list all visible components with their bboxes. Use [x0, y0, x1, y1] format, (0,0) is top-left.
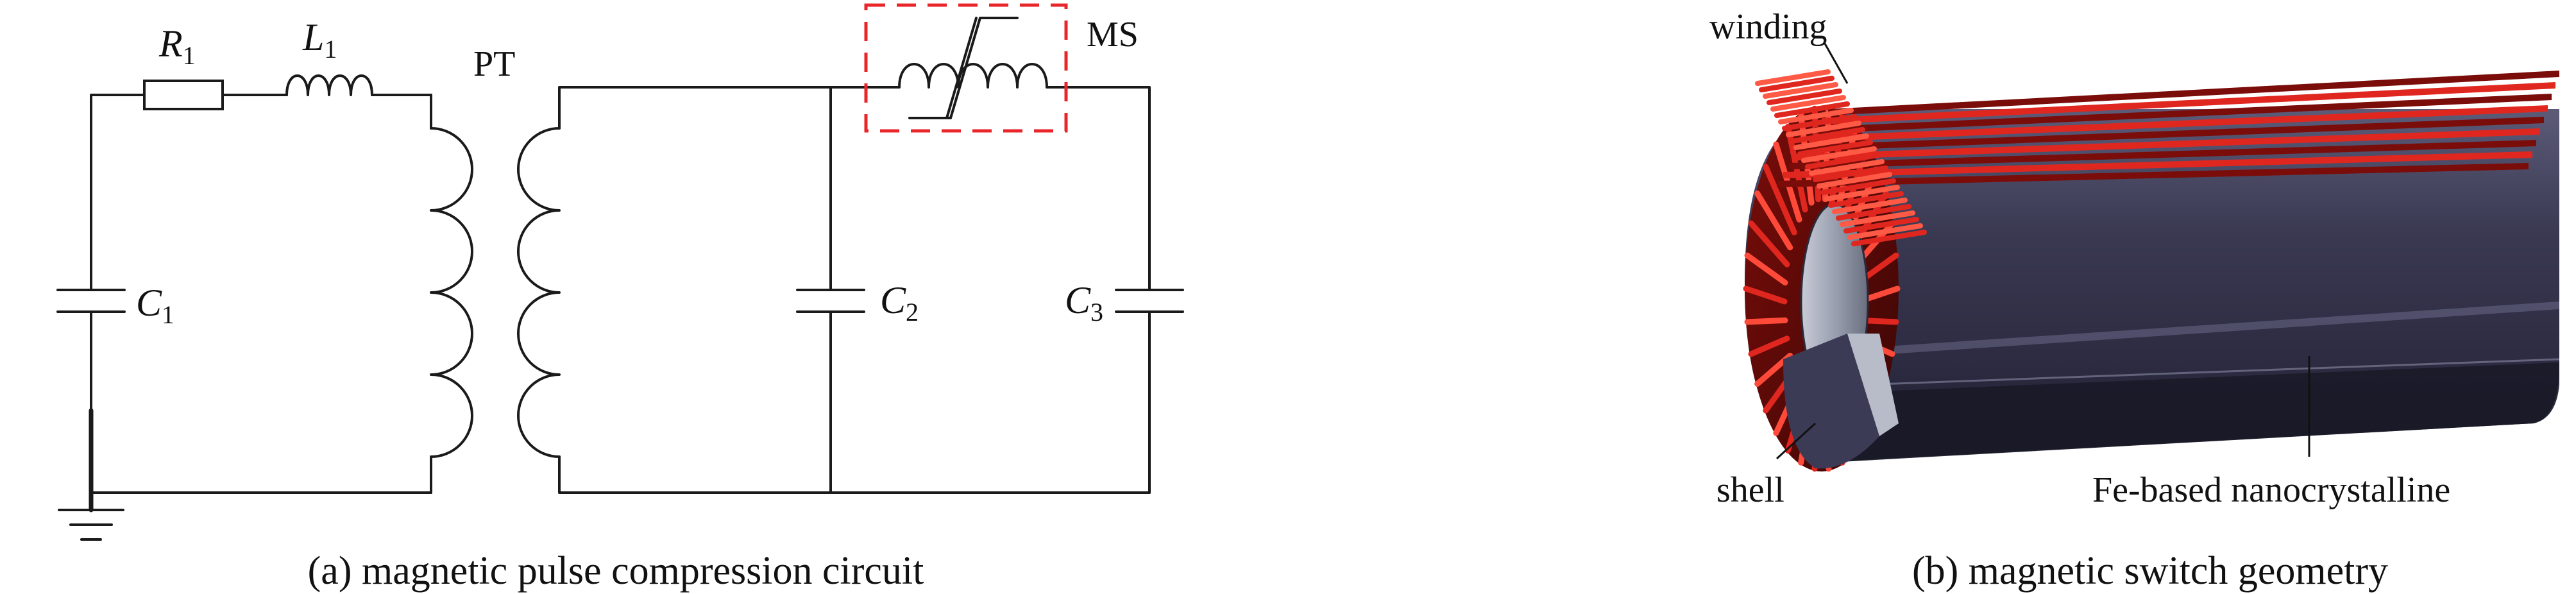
pt-label: PT — [473, 44, 515, 84]
winding-strip — [1809, 105, 2548, 142]
capacitor-c2: C2 — [796, 279, 919, 327]
pt-primary-coil — [430, 127, 473, 458]
winding-turn — [1763, 164, 1797, 235]
winding-turn — [1754, 191, 1793, 251]
magnetic-switch-render: winding shell Fe-based nanocrystalline (… — [1709, 7, 2560, 593]
r1-label: R1 — [158, 22, 196, 70]
winding-tooth — [1840, 210, 1915, 227]
winding-tooth — [1817, 172, 1892, 189]
c2-label: C2 — [880, 279, 919, 327]
winding-tooth — [1778, 108, 1854, 124]
wire-left-top — [90, 94, 146, 291]
core-highlight — [1886, 301, 2559, 354]
winding-leader — [1824, 43, 1849, 84]
wire-pt-secondary-top — [558, 86, 901, 130]
resistor-r1: R1 — [143, 22, 224, 110]
winding-tooth — [1801, 146, 1877, 163]
ms-highlight-box — [864, 3, 1068, 133]
inductor-l1: L1 — [285, 16, 373, 96]
ms-label: MS — [1087, 15, 1139, 55]
winding-turn — [1743, 285, 1788, 305]
winding-tooth — [1786, 121, 1861, 137]
winding-tooth — [1755, 69, 1831, 86]
winding-strip — [1815, 94, 2552, 133]
winding-turn — [1748, 220, 1790, 267]
wire-ms-c3 — [1046, 86, 1151, 291]
winding-strip — [1828, 71, 2559, 115]
ms-coil — [898, 63, 1048, 89]
winding-tooth — [1767, 89, 1842, 105]
winding-strip — [1783, 151, 2532, 178]
core-edge — [1860, 358, 2560, 386]
c3-label: C3 — [1065, 279, 1103, 327]
winding-tooth — [1797, 140, 1873, 157]
pulse-transformer: PT — [430, 44, 561, 458]
winding-tooth — [1774, 101, 1850, 118]
circuit-diagram: C1 R1 L1 PT C2 — [56, 3, 1184, 593]
winding-label: winding — [1709, 7, 1827, 47]
winding-tooth — [1820, 178, 1896, 195]
shell-part — [1783, 334, 1879, 469]
winding-tooth — [1809, 159, 1885, 176]
shell-label: shell — [1716, 470, 1784, 510]
winding-tooth — [1759, 76, 1835, 92]
axial-winding — [1755, 69, 2559, 246]
winding-tooth — [1793, 133, 1869, 150]
ground-symbol — [58, 509, 124, 541]
winding-tooth — [1828, 191, 1904, 208]
shell-leader — [1775, 422, 1817, 460]
wire-pt-secondary-bottom — [558, 455, 1151, 494]
pt-secondary-coil — [517, 127, 561, 458]
core-bottom-facet — [1841, 362, 2559, 462]
l1-label: L1 — [302, 16, 337, 64]
capacitor-c3: C3 — [1065, 279, 1184, 327]
winding-tooth — [1763, 82, 1838, 99]
magnetic-switch: MS — [864, 3, 1139, 133]
c1-label: C1 — [136, 282, 174, 329]
winding-tooth — [1782, 114, 1858, 131]
winding-tooth — [1851, 230, 1927, 246]
winding-strip — [1802, 117, 2544, 151]
winding-tooth — [1847, 223, 1923, 240]
ms-saturable-core — [908, 17, 1019, 119]
winding-strip — [1777, 163, 2529, 187]
winding-tooth — [1832, 198, 1908, 214]
winding-strip — [1822, 82, 2555, 124]
winding-tooth — [1824, 185, 1900, 201]
winding-tooth — [1813, 165, 1888, 182]
caption-a: (a) magnetic pulse compression circuit — [308, 549, 924, 593]
capacitor-c1: C1 — [56, 282, 174, 329]
winding-tooth — [1843, 217, 1919, 233]
winding-strip — [1796, 128, 2540, 160]
winding-tooth — [1770, 95, 1846, 112]
caption-b: (b) magnetic switch geometry — [1912, 549, 2388, 593]
winding-turn — [1748, 335, 1790, 357]
winding-tooth — [1836, 204, 1911, 221]
winding-tooth — [1790, 127, 1865, 144]
winding-turn — [1744, 252, 1788, 286]
winding-strip — [1790, 140, 2536, 169]
winding-turn — [1744, 317, 1788, 325]
winding-tooth — [1805, 153, 1881, 169]
core-material-label: Fe-based nanocrystalline — [2092, 470, 2450, 510]
